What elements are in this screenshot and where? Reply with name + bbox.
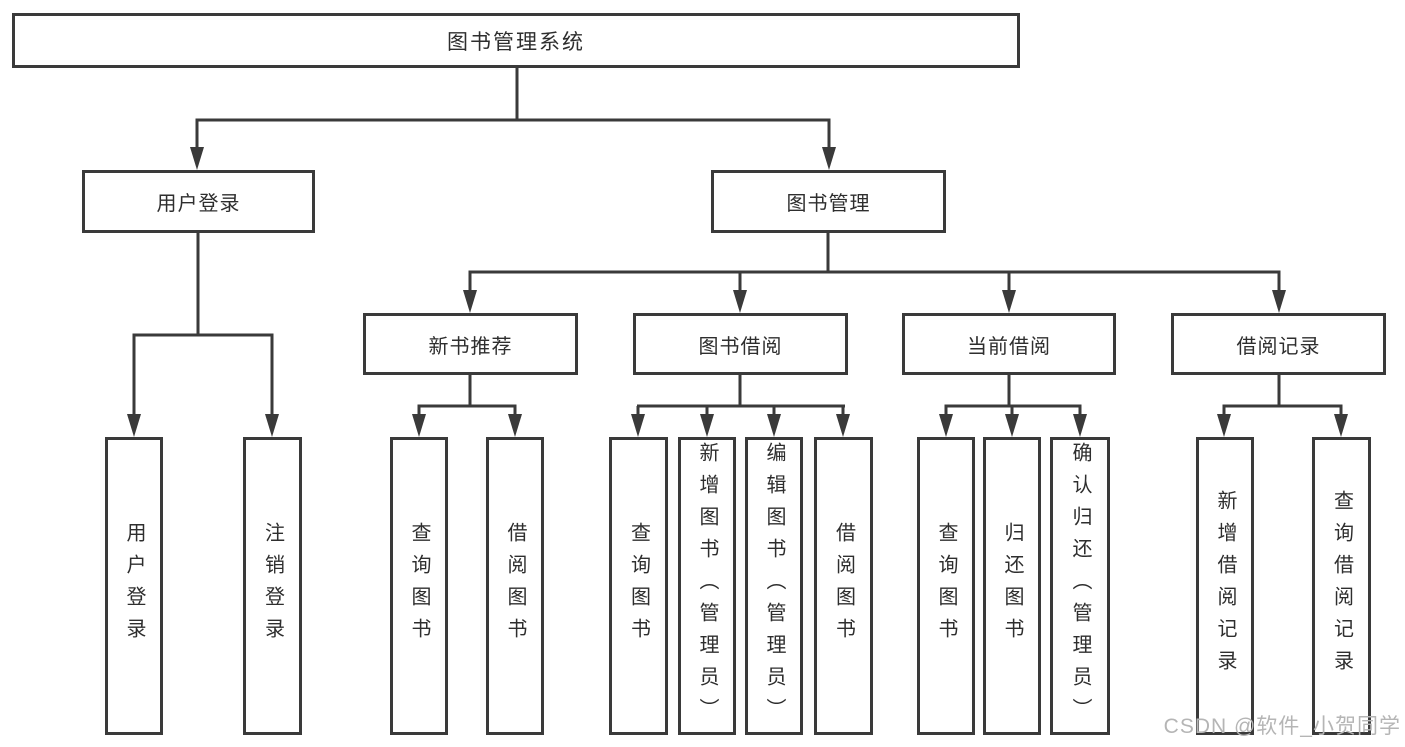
node-book-management: 图书管理 (711, 170, 946, 233)
leaf-query-borrowing-record: 查询借阅记录 (1312, 437, 1371, 735)
node-book-borrowing: 图书借阅 (633, 313, 848, 375)
leaf-query-books-current: 查询图书 (917, 437, 975, 735)
csdn-watermark: CSDN @软件_小贺同学 (1163, 715, 1401, 738)
leaf-query-books-borrow: 查询图书 (609, 437, 668, 735)
leaf-user-login: 用户登录 (105, 437, 163, 735)
node-user-login: 用户登录 (82, 170, 315, 233)
leaf-return-books: 归还图书 (983, 437, 1041, 735)
leaf-add-borrowing-record: 新增借阅记录 (1196, 437, 1254, 735)
node-current-borrowing: 当前借阅 (902, 313, 1116, 375)
leaf-logout: 注销登录 (243, 437, 302, 735)
leaf-confirm-return-admin: 确认归还（管理员） (1050, 437, 1110, 735)
node-root-system: 图书管理系统 (12, 13, 1020, 68)
leaf-add-books-admin: 新增图书（管理员） (678, 437, 736, 735)
node-borrowing-records: 借阅记录 (1171, 313, 1386, 375)
node-new-book-recommendation: 新书推荐 (363, 313, 578, 375)
leaf-edit-books-admin: 编辑图书（管理员） (745, 437, 803, 735)
leaf-borrow-books: 借阅图书 (814, 437, 873, 735)
leaf-query-books-recommend: 查询图书 (390, 437, 448, 735)
leaf-borrow-books-recommend: 借阅图书 (486, 437, 544, 735)
